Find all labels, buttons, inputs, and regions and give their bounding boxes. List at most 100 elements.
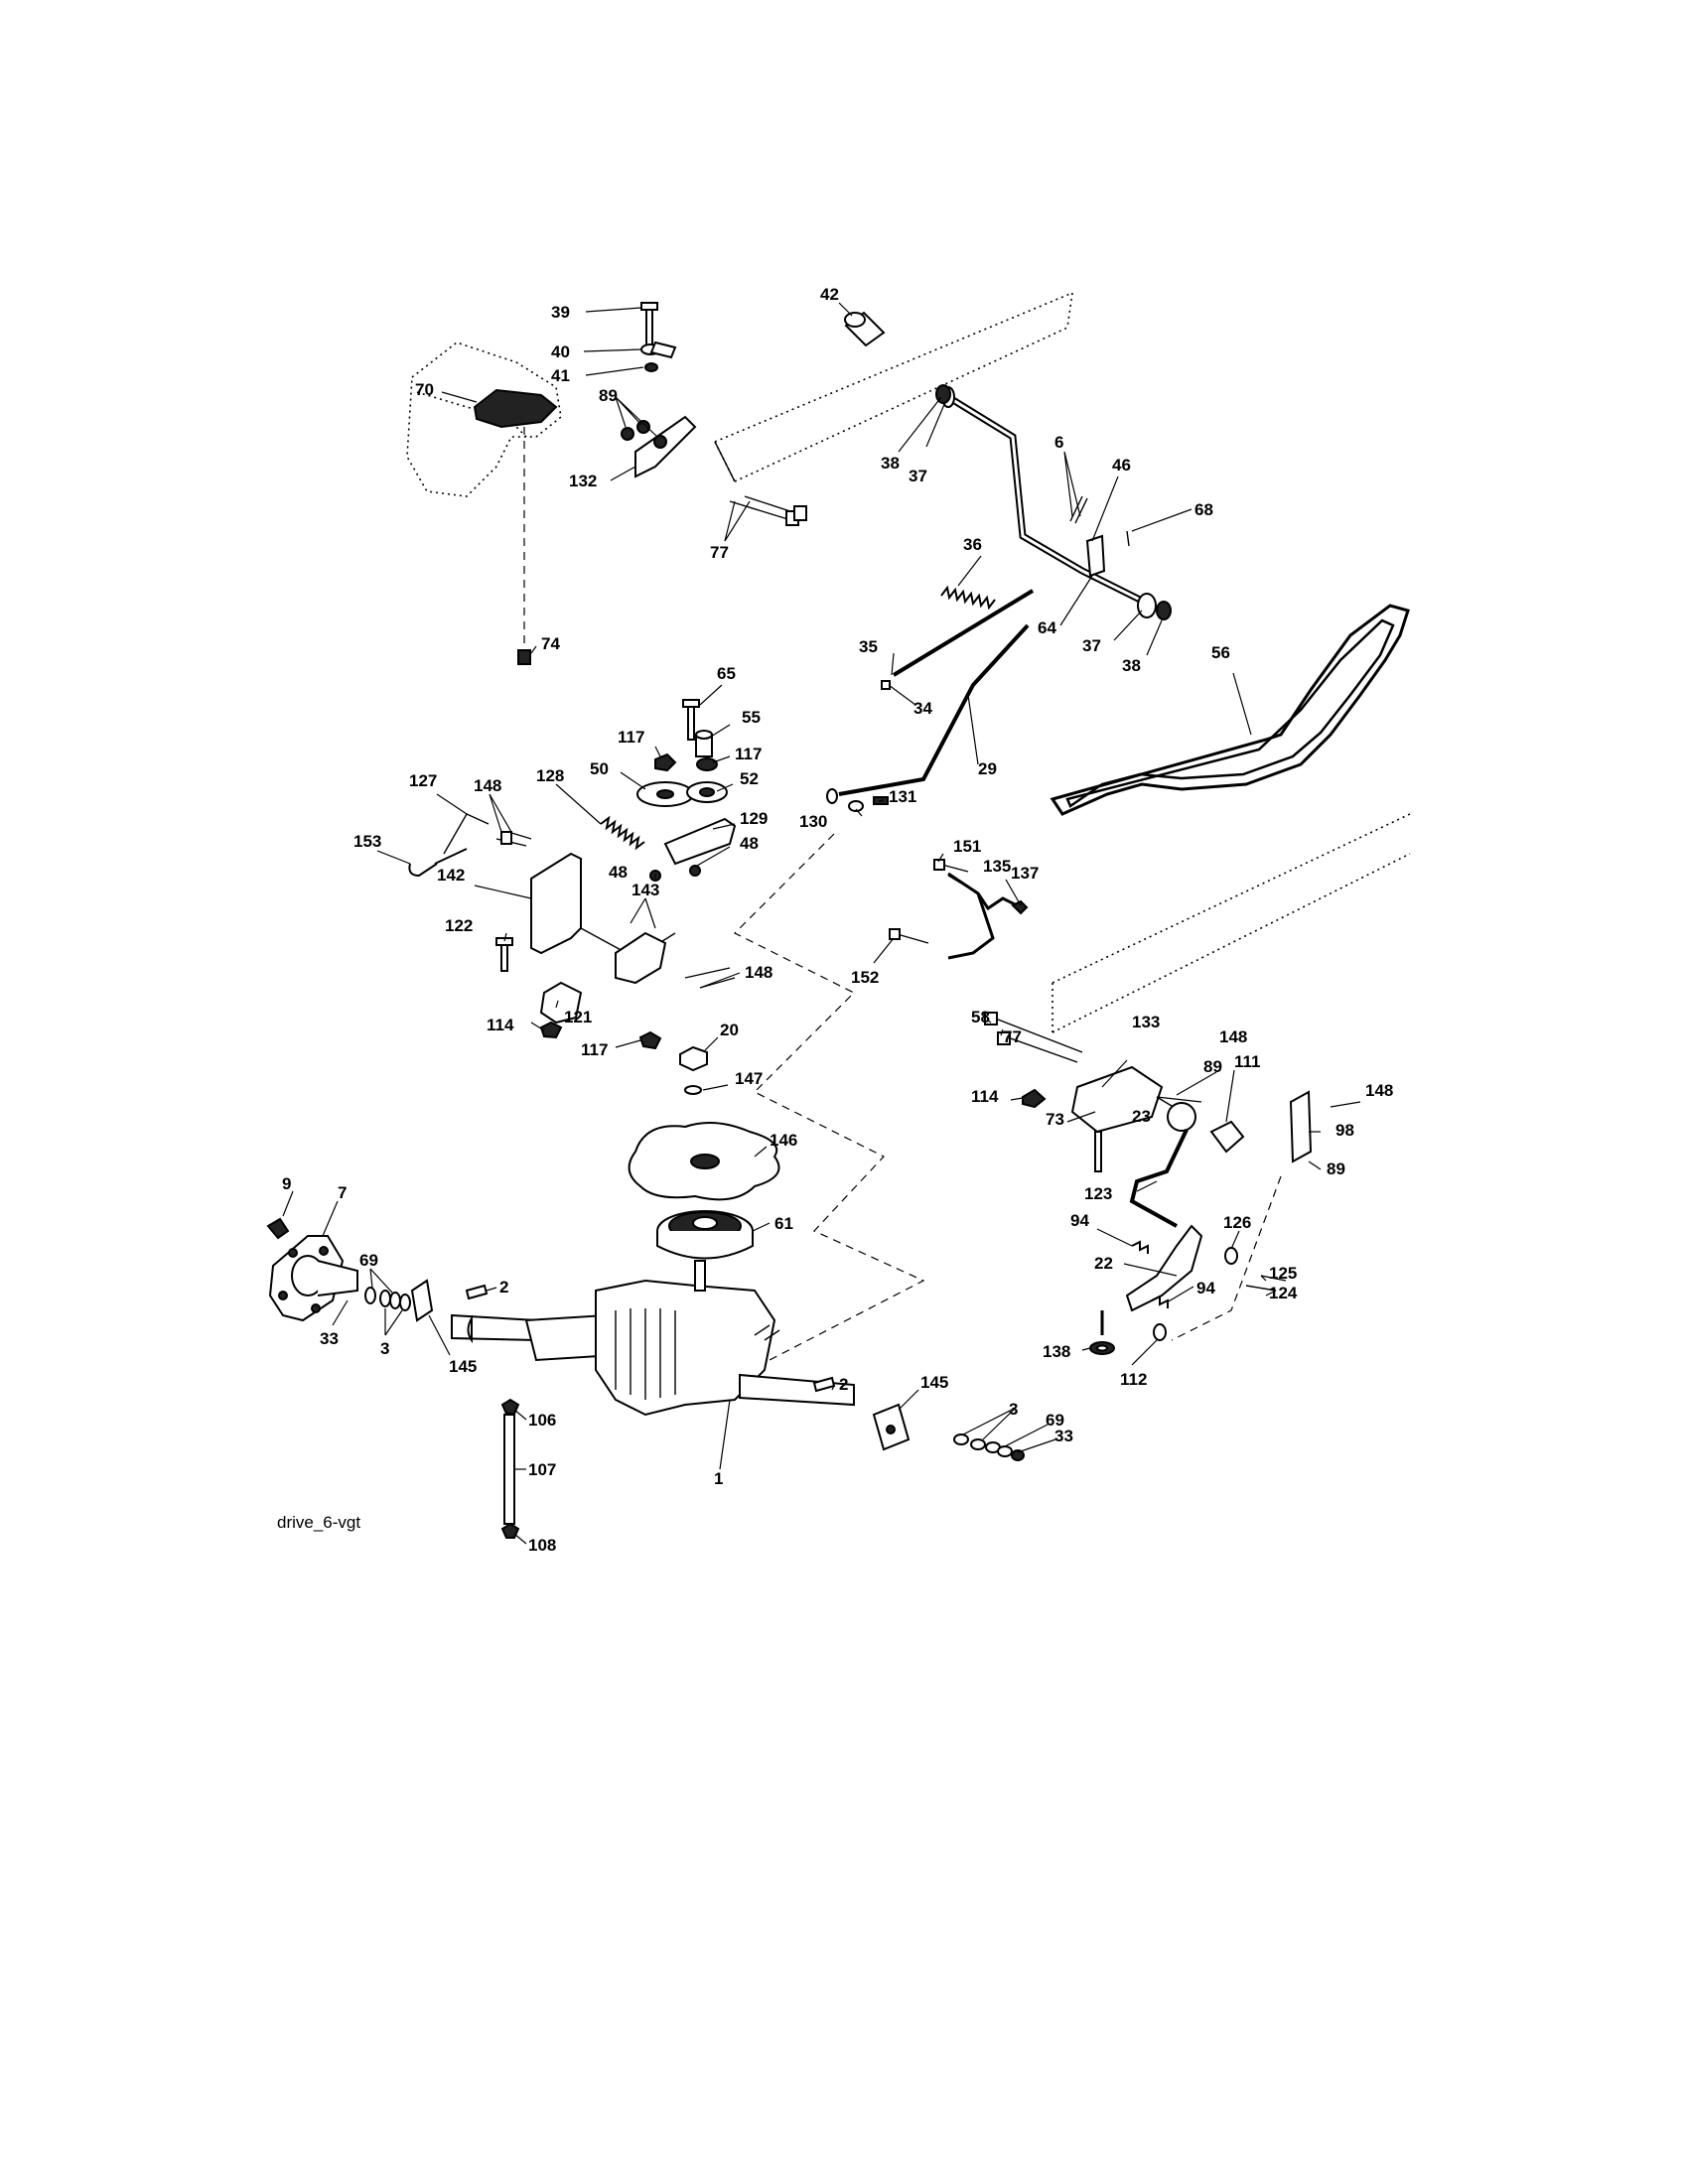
- callout-9: 9: [282, 1174, 291, 1193]
- callout-38-top: 38: [881, 454, 900, 473]
- callout-33-left: 33: [320, 1329, 339, 1348]
- callout-41: 41: [551, 366, 570, 385]
- callout-94-top: 94: [1070, 1211, 1089, 1230]
- shift-lever: [1129, 1090, 1313, 1228]
- callout-34: 34: [913, 699, 932, 718]
- callout-20: 20: [720, 1021, 739, 1039]
- callout-52: 52: [740, 769, 759, 788]
- callout-7: 7: [338, 1183, 347, 1202]
- transaxle-1: [451, 1260, 855, 1417]
- callout-23: 23: [1132, 1107, 1151, 1126]
- callout-129: 129: [740, 809, 768, 828]
- upper-frame-rail: [714, 292, 1073, 482]
- cotter-pin-6: [1069, 495, 1088, 524]
- callout-48-left: 48: [609, 863, 628, 882]
- callout-69-left: 69: [359, 1251, 378, 1270]
- callout-40: 40: [551, 342, 570, 361]
- callout-125: 125: [1269, 1264, 1297, 1283]
- callout-74: 74: [541, 634, 560, 653]
- wheel-hub: [266, 1217, 434, 1322]
- callout-33-right: 33: [1054, 1427, 1073, 1445]
- callout-36: 36: [963, 535, 982, 554]
- callout-46: 46: [1112, 456, 1131, 475]
- callout-94-bottom: 94: [1196, 1279, 1215, 1297]
- callout-145-left: 145: [449, 1357, 477, 1376]
- callout-48-right: 48: [740, 834, 759, 853]
- lower-frame-rail: [1052, 813, 1411, 1033]
- idler-arm-129: [663, 817, 737, 866]
- callout-135: 135: [983, 857, 1011, 876]
- callout-39: 39: [551, 303, 570, 322]
- callout-2-left: 2: [499, 1278, 508, 1297]
- callout-151: 151: [953, 837, 981, 856]
- callout-labels: 39 40 41 42 70 89 132 77 38 37 6 46 68 3…: [282, 285, 1393, 1555]
- key-2-left: [465, 1284, 489, 1300]
- callout-131: 131: [889, 787, 916, 806]
- callout-38-bottom: 38: [1122, 656, 1141, 675]
- callout-117-bottom: 117: [581, 1040, 608, 1059]
- callout-146: 146: [770, 1131, 797, 1150]
- callout-152: 152: [851, 968, 879, 987]
- callout-145-right: 145: [920, 1373, 948, 1392]
- callout-68: 68: [1194, 500, 1213, 519]
- callout-114-right: 114: [971, 1087, 999, 1106]
- callout-137: 137: [1011, 864, 1039, 883]
- callout-69-right: 69: [1046, 1411, 1064, 1430]
- callout-128: 128: [536, 766, 564, 785]
- callout-55: 55: [742, 708, 761, 727]
- callout-1: 1: [714, 1469, 723, 1488]
- callout-148-right: 148: [1365, 1081, 1393, 1100]
- seat-cover-part: [473, 388, 558, 429]
- callout-42: 42: [820, 285, 839, 304]
- clip-34: [881, 680, 891, 690]
- callout-126: 126: [1223, 1213, 1251, 1232]
- callout-121: 121: [564, 1008, 592, 1026]
- callout-98: 98: [1335, 1121, 1354, 1140]
- rod-35: [892, 589, 1035, 677]
- callout-147: 147: [735, 1069, 763, 1088]
- bushing-42: [844, 311, 886, 347]
- bolt-stack-39-41: [640, 302, 677, 372]
- callout-37-bottom: 37: [1082, 636, 1101, 655]
- diagram-caption: drive_6-vgt: [277, 1513, 360, 1532]
- callout-124: 124: [1269, 1284, 1298, 1302]
- washer-130: [848, 800, 864, 812]
- pin-68: [1126, 530, 1130, 547]
- callout-56: 56: [1211, 643, 1230, 662]
- part-illustrations: [266, 292, 1411, 1539]
- callout-106: 106: [528, 1411, 556, 1430]
- bolt-74-part: [517, 649, 531, 665]
- right-axle-hardware: [872, 1403, 1025, 1461]
- callout-142: 142: [437, 866, 465, 885]
- callout-65: 65: [717, 664, 736, 683]
- callout-112: 112: [1120, 1370, 1147, 1389]
- callout-3-left: 3: [380, 1339, 389, 1358]
- callout-2-right: 2: [839, 1375, 848, 1394]
- callout-148-left: 148: [474, 776, 501, 795]
- callout-123: 123: [1084, 1184, 1112, 1203]
- callout-77-bottom: 77: [1003, 1027, 1022, 1046]
- plate-22: [1089, 1224, 1287, 1355]
- spring-36: [940, 585, 996, 611]
- callout-35: 35: [859, 637, 878, 656]
- callout-127: 127: [409, 771, 437, 790]
- leader-lines: [282, 302, 1361, 1545]
- bracket-133: [984, 1012, 1183, 1172]
- callout-153: 153: [353, 832, 381, 851]
- drive-belt-56: [1050, 604, 1410, 816]
- callout-143: 143: [632, 881, 659, 899]
- callout-58: 58: [971, 1008, 990, 1026]
- cross-shaft: [935, 384, 1172, 620]
- callout-89-top: 89: [599, 386, 618, 405]
- callout-73: 73: [1046, 1110, 1064, 1129]
- bolts-77: [729, 495, 807, 526]
- callout-22: 22: [1094, 1254, 1113, 1273]
- callout-70: 70: [415, 380, 434, 399]
- callout-148-right-upper: 148: [1219, 1027, 1247, 1046]
- callout-3-right: 3: [1009, 1400, 1018, 1419]
- fan-pulley-stack: [628, 1045, 780, 1260]
- callout-114-left: 114: [487, 1016, 514, 1034]
- callout-77-top: 77: [710, 543, 729, 562]
- spring-128: [600, 815, 645, 851]
